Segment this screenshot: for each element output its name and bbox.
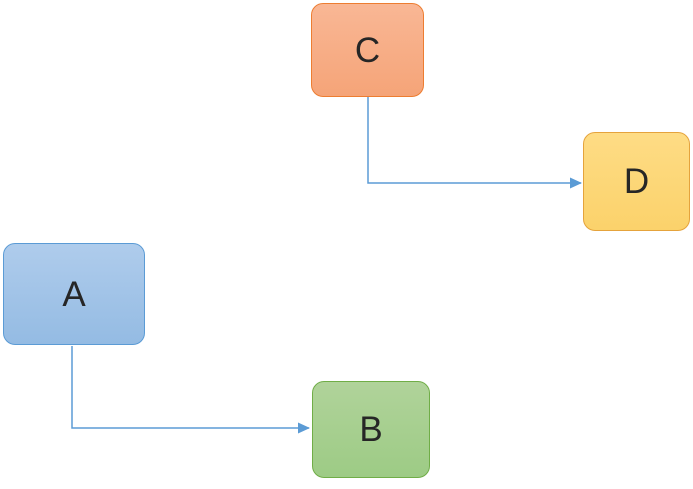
node-c-label: C bbox=[354, 30, 381, 70]
node-c[interactable]: C bbox=[311, 3, 424, 97]
node-d-label: D bbox=[623, 162, 650, 201]
node-b[interactable]: B bbox=[312, 381, 430, 478]
edge-a-to-b[interactable] bbox=[71, 346, 310, 434]
node-a[interactable]: A bbox=[3, 243, 145, 345]
edge-c-to-d[interactable] bbox=[367, 97, 582, 189]
node-d[interactable]: D bbox=[583, 132, 690, 231]
node-b-label: B bbox=[359, 410, 383, 449]
node-a-label: A bbox=[62, 274, 86, 314]
